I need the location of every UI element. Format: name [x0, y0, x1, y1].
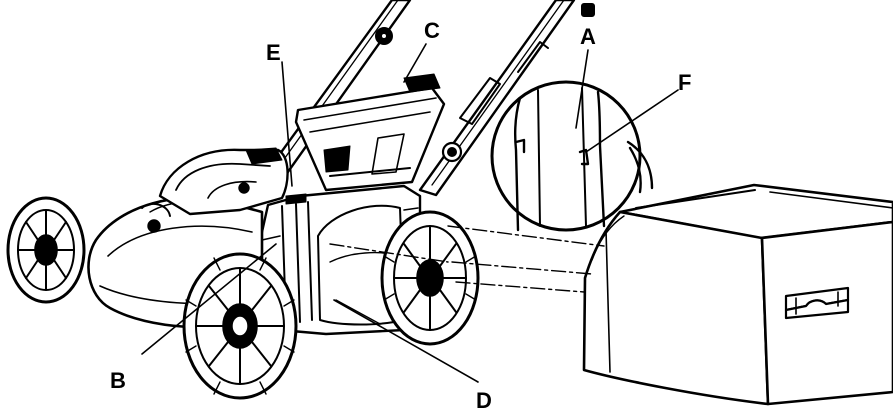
- callout-d: D: [476, 388, 492, 410]
- leader-d: [333, 299, 479, 383]
- callout-f: F: [678, 70, 691, 95]
- callout-c: C: [424, 18, 440, 43]
- rear-left-wheel: [182, 252, 298, 400]
- grass-bag: [582, 183, 893, 406]
- front-left-wheel: [6, 196, 86, 304]
- grass-catcher-cover: [294, 73, 446, 192]
- callout-a: A: [580, 24, 596, 49]
- leader-a: [575, 49, 589, 129]
- leader-b: [141, 243, 277, 355]
- leader-e: [281, 61, 293, 187]
- leader-lines: [141, 43, 679, 383]
- callout-b: B: [110, 368, 126, 393]
- rear-right-wheel: [380, 210, 480, 346]
- leader-c: [403, 43, 427, 83]
- leader-f: [585, 89, 679, 153]
- detail-inset: [490, 80, 654, 232]
- callout-labels: A B C D E F: [110, 18, 691, 410]
- alignment-lines: [329, 225, 605, 293]
- battery-housing: [141, 147, 289, 233]
- callout-e: E: [266, 40, 281, 65]
- mower-handle: [248, 0, 595, 202]
